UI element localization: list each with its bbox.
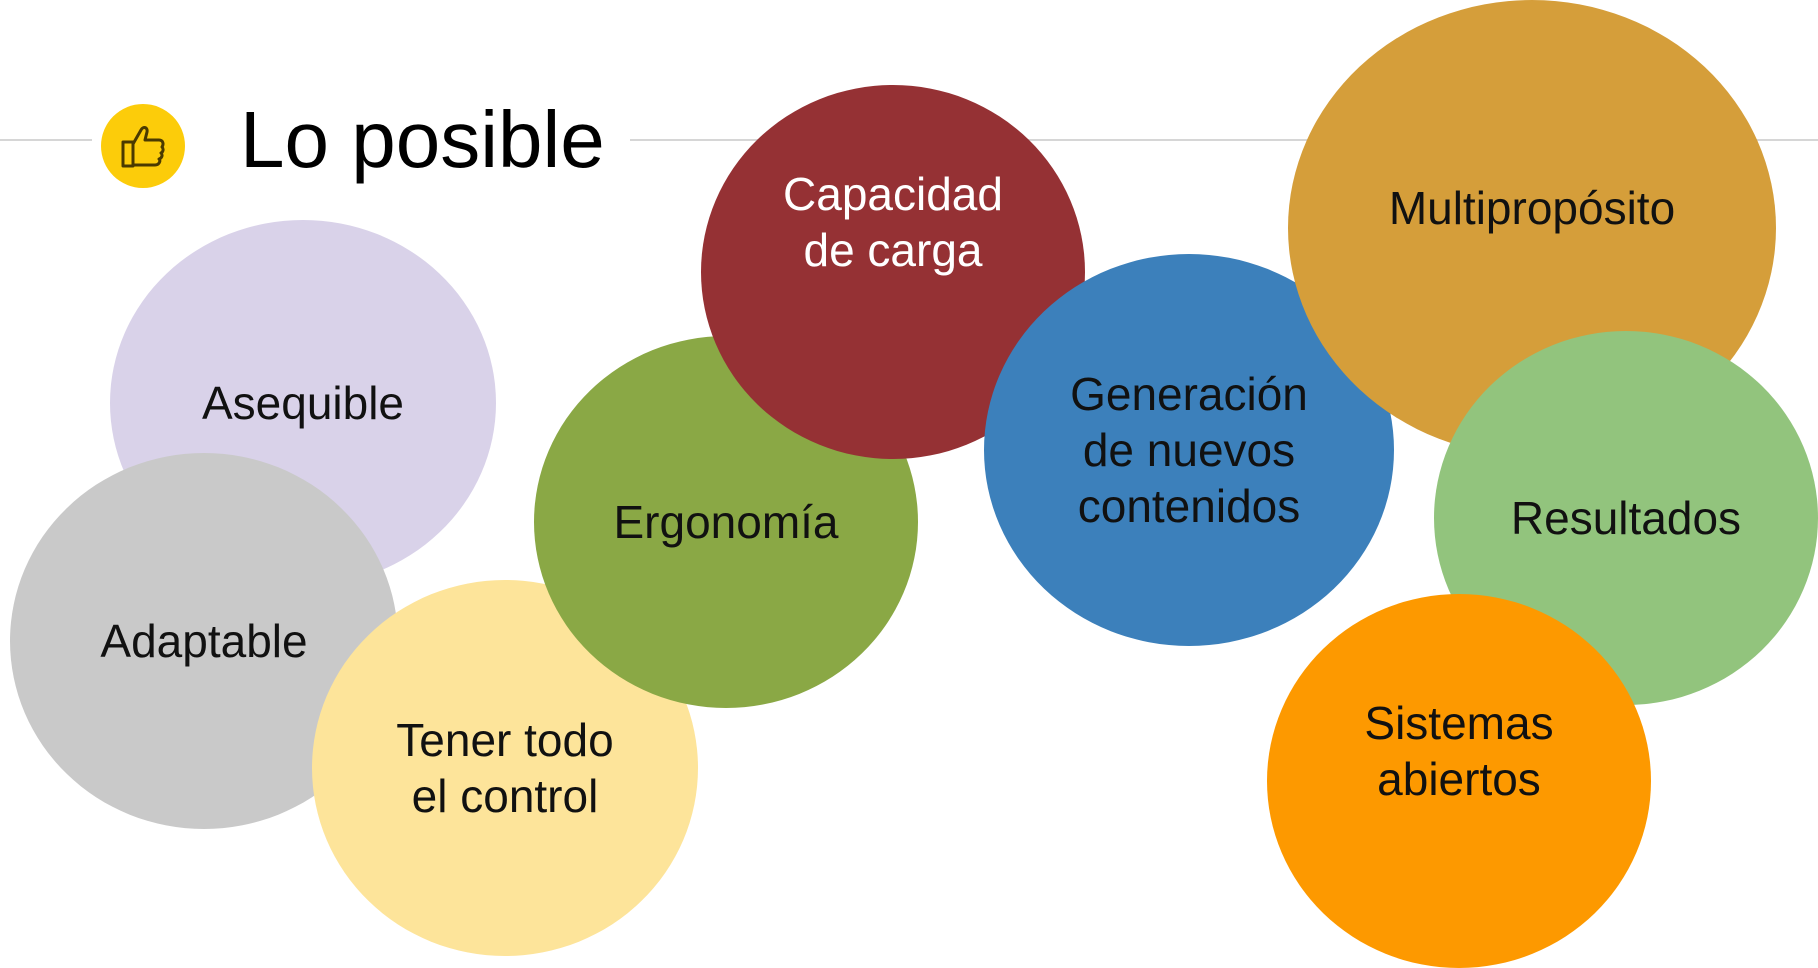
bubble-label: Resultados [1510,492,1742,544]
bubble-sistemas: Sistemas abiertos [1267,594,1651,968]
bubble-label: Adaptable [100,615,308,667]
bubble-label: Tener todo el control [396,714,614,822]
bubble-label: Generación de nuevos contenidos [1070,368,1308,532]
page-title: Lo posible [240,95,605,184]
bubble-label: Multipropósito [1388,182,1676,234]
bubble-label: Asequible [201,377,405,429]
title-rule-left [0,139,92,141]
title-rule-right [630,139,1818,141]
thumbs-up-icon [101,104,185,188]
bubble-label: Sistemas abiertos [1364,697,1554,805]
bubble-label: Ergonomía [613,496,839,548]
bubble-label: Capacidad de carga [783,168,1003,276]
